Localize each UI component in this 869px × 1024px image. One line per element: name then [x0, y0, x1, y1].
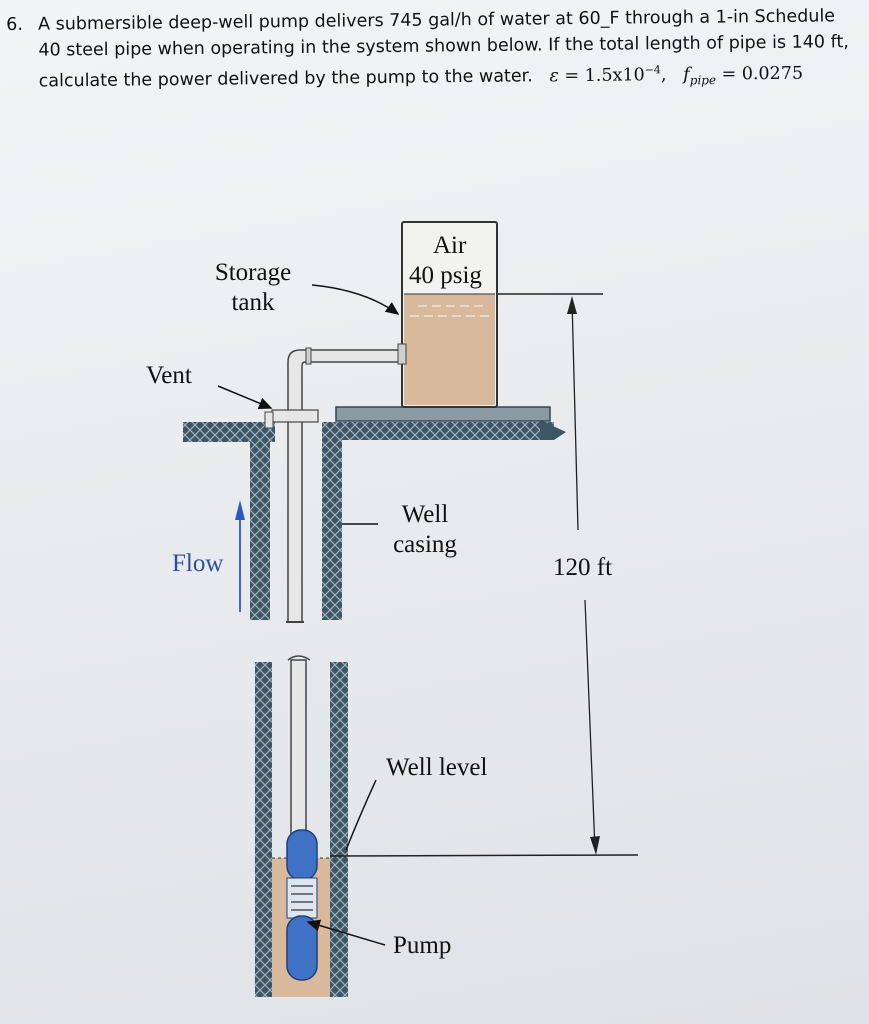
- flow-label: Flow: [172, 550, 224, 577]
- ground-right: [322, 422, 554, 440]
- vent-tee: [264, 411, 274, 429]
- well-casing-lower-right: [330, 662, 348, 997]
- pressure-label: 40 psig: [409, 262, 482, 289]
- height-dimension-label: 120 ft: [553, 554, 613, 581]
- air-label: Air: [433, 232, 467, 259]
- pipe-coupling-top: [305, 347, 312, 365]
- well-casing-label-line-1: Well: [401, 501, 449, 528]
- pipe-break-mark: [287, 655, 311, 661]
- well-casing-label-line-2: casing: [393, 531, 457, 558]
- pump-upper: [286, 829, 318, 881]
- dimension-line-lower: [584, 599, 596, 851]
- dimension-line-upper: [571, 299, 579, 531]
- well-casing-upper-right: [322, 440, 342, 620]
- well-casing-label: Well casing: [382, 500, 468, 560]
- storage-tank-label-line-2: tank: [231, 289, 275, 316]
- well-level-label: Well level: [386, 754, 488, 781]
- flow-arrow-head: [235, 500, 245, 520]
- discharge-pipe-upper: [287, 349, 403, 623]
- well-casing-lower-left: [255, 662, 272, 997]
- vent-leader: [217, 385, 273, 409]
- pump-intake: [286, 877, 318, 919]
- ground-edge: [540, 420, 566, 440]
- dimension-arrow-bottom: [590, 836, 600, 855]
- pump-motor: [286, 915, 318, 981]
- vent-label: Vent: [146, 362, 192, 389]
- storage-tank-label-line-1: Storage: [214, 259, 292, 286]
- dimension-bottom-extension: [329, 854, 639, 857]
- tank-water: [404, 294, 495, 405]
- vent-fitting: [271, 409, 319, 423]
- discharge-pipe-lower: [290, 659, 307, 841]
- well-level-leader: [345, 779, 377, 851]
- pipe-flange-top: [397, 343, 407, 365]
- ground-left: [183, 422, 275, 442]
- well-casing-upper-left: [250, 440, 270, 620]
- pump-leader: [306, 919, 386, 946]
- storage-tank-label: Storage tank: [205, 258, 301, 318]
- storage-tank-leader: [311, 284, 400, 315]
- pump-label: Pump: [393, 932, 452, 959]
- tank-platform: [335, 406, 551, 422]
- dimension-arrow-top: [567, 296, 577, 314]
